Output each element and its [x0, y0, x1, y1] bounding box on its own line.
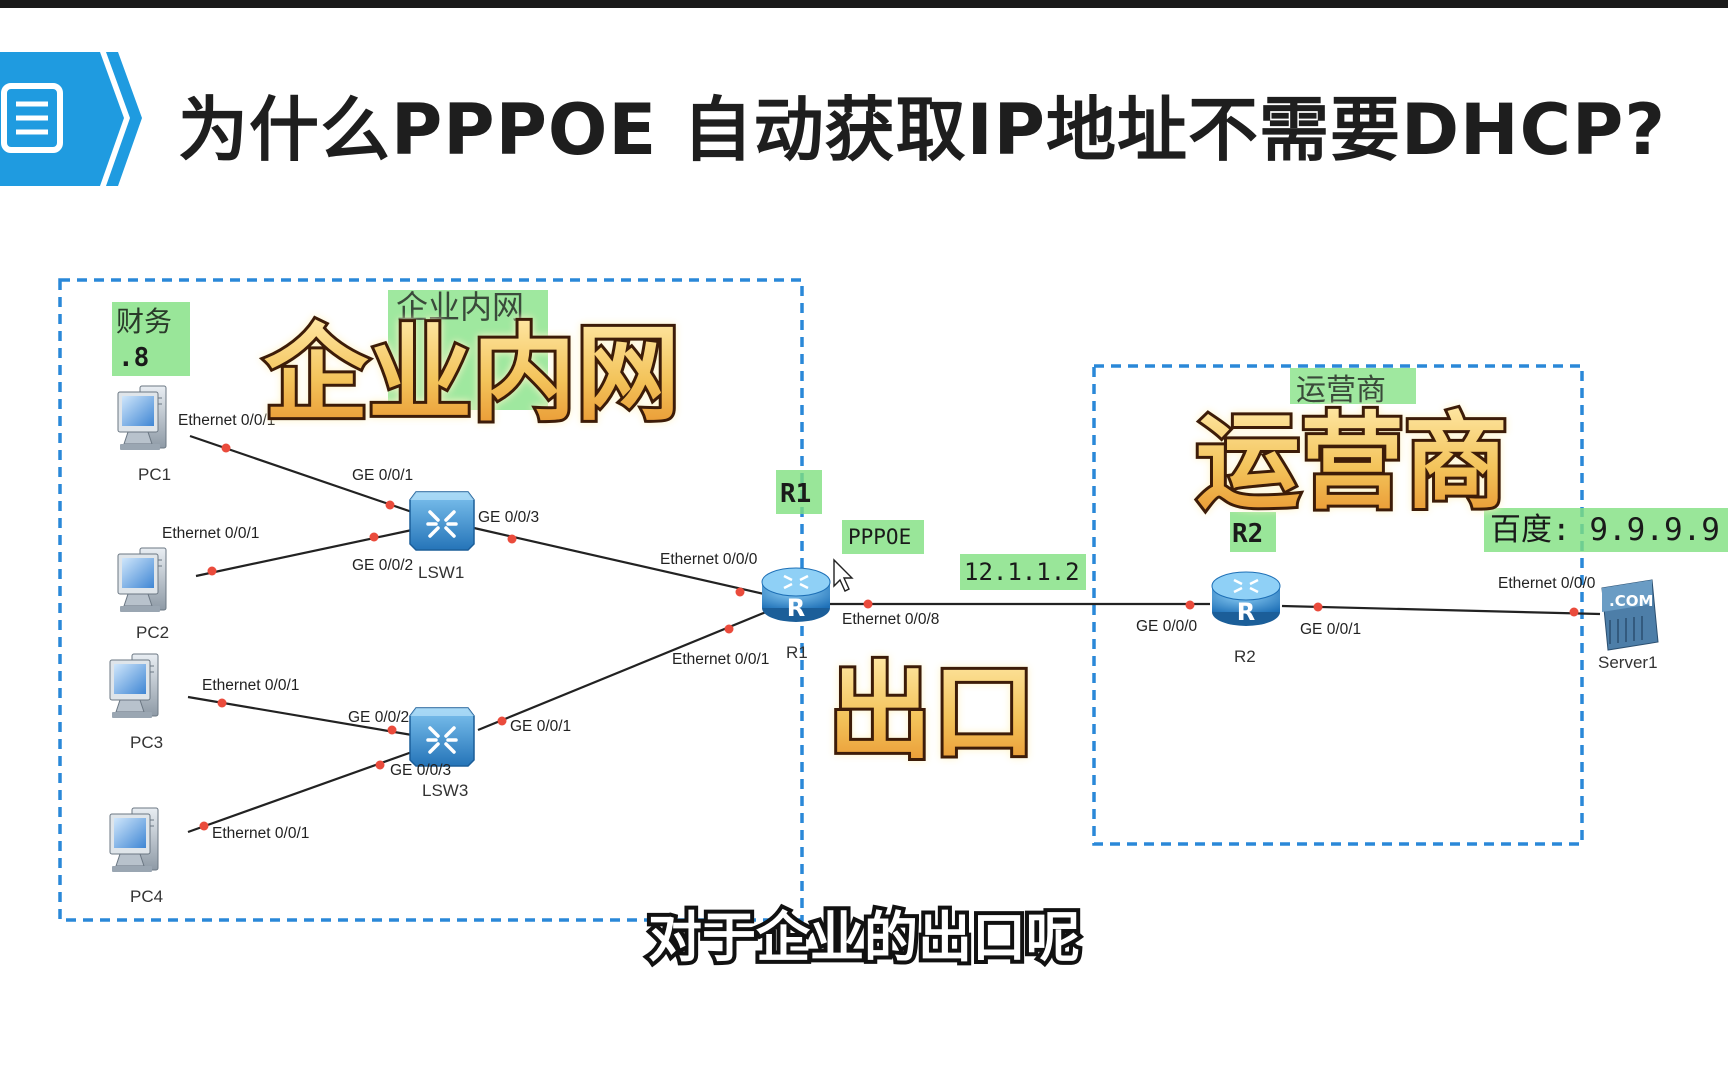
overlay-enterprise: 企业内网 [264, 313, 680, 435]
mouse-cursor-icon [833, 558, 854, 592]
top-bar [0, 0, 1728, 8]
pc1[interactable] [117, 385, 167, 451]
server1-icon[interactable]: .COM [1601, 579, 1659, 651]
port-dot [387, 725, 397, 735]
port-label: Ethernet 0/0/1 [162, 525, 259, 542]
r2-label: R2 [1234, 647, 1256, 666]
pc1-label: PC1 [138, 465, 171, 484]
pc2-label: PC2 [136, 623, 169, 642]
overlay-exit: 出口 [828, 651, 1036, 773]
baidu-label: 百度: 9.9.9.9 [1490, 512, 1720, 548]
port-dot [1313, 602, 1323, 612]
port-label: GE 0/0/1 [352, 467, 413, 484]
port-label: GE 0/0/3 [390, 762, 451, 779]
lsw3-switch-icon[interactable] [408, 706, 476, 768]
network-links [187, 434, 1601, 834]
pppoe-label: PPPOE [848, 525, 911, 549]
port-dot [199, 821, 209, 831]
link-r2-server [1281, 604, 1601, 616]
port-dot [863, 599, 873, 609]
port-dots [199, 443, 1579, 831]
green-labels: 财务 .8 企业内网 运营商 R1 PPPOE 12.1.1.2 R2 百度: … [112, 288, 1728, 590]
lsw1-label: LSW1 [418, 563, 464, 582]
port-dot [207, 566, 217, 576]
port-dot [497, 716, 507, 726]
port-label: GE 0/0/2 [348, 709, 409, 726]
port-dot [507, 534, 517, 544]
r1-label: R1 [786, 643, 808, 662]
header-icon [0, 52, 142, 186]
port-label: GE 0/0/1 [510, 718, 571, 735]
port-dot [1185, 600, 1195, 610]
server1-label: Server1 [1598, 653, 1658, 672]
slide-title: 为什么PPPOE 自动获取IP地址不需要DHCP? [178, 89, 1666, 171]
finance-label: 财务 [116, 305, 172, 338]
port-dot [735, 587, 745, 597]
pc3-label: PC3 [130, 733, 163, 752]
port-dot [375, 760, 385, 770]
finance-ip-label: .8 [118, 343, 149, 373]
enterprise-small-label: 企业内网 [396, 288, 524, 326]
port-dot [217, 698, 227, 708]
port-label: Ethernet 0/0/1 [202, 677, 299, 694]
port-label: GE 0/0/0 [1136, 618, 1198, 635]
port-dot [1569, 607, 1579, 617]
r2-router-icon[interactable] [1210, 570, 1282, 628]
r2-green-label: R2 [1232, 519, 1263, 549]
r1-router-icon[interactable] [760, 566, 832, 624]
link-lsw3-r1 [477, 610, 767, 732]
lsw3-label: LSW3 [422, 781, 468, 800]
port-label: Ethernet 0/0/1 [212, 825, 309, 842]
pc2[interactable] [117, 547, 167, 613]
link-pc4-lsw3 [187, 750, 413, 834]
port-dot [369, 532, 379, 542]
port-label: GE 0/0/1 [1300, 621, 1361, 638]
lsw1-switch-icon[interactable] [408, 490, 476, 552]
port-label: GE 0/0/3 [478, 509, 539, 526]
link-lsw1-r1 [473, 526, 765, 596]
overlay-isp: 运营商 [1196, 401, 1508, 523]
port-label: Ethernet 0/0/1 [178, 412, 275, 429]
port-label: GE 0/0/2 [352, 557, 413, 574]
port-dot [221, 443, 231, 453]
port-dot [724, 624, 734, 634]
server-com-badge: .COM [1609, 592, 1653, 610]
port-label: Ethernet 0/0/0 [660, 551, 758, 568]
pc3[interactable] [109, 653, 159, 719]
isp-small-label: 运营商 [1296, 373, 1386, 408]
r1-green-label: R1 [780, 479, 811, 509]
port-dot [385, 500, 395, 510]
port-label: Ethernet 0/0/1 [672, 651, 769, 668]
port-label: Ethernet 0/0/0 [1498, 575, 1596, 592]
pc4[interactable] [109, 807, 159, 873]
ip-label: 12.1.1.2 [964, 558, 1080, 586]
pc4-label: PC4 [130, 887, 163, 906]
port-label: Ethernet 0/0/8 [842, 611, 939, 628]
subtitle-caption: 对于企业的出口呢 [648, 906, 1080, 969]
